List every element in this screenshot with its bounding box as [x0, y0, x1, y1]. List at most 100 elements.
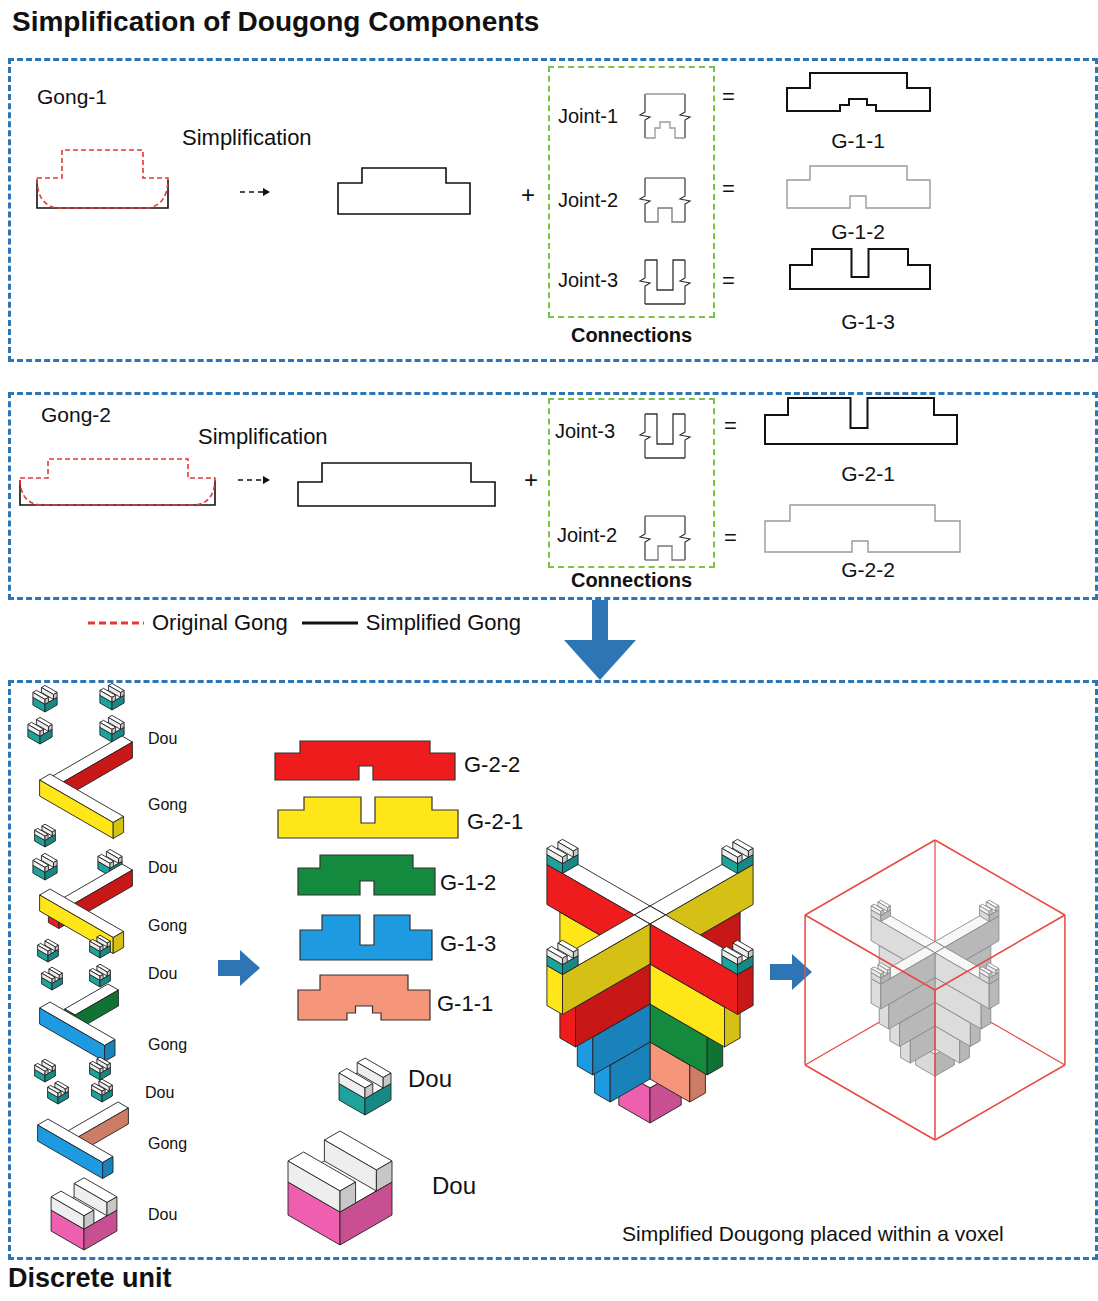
original-gong-solid [20, 480, 215, 505]
iso-face [383, 1073, 391, 1088]
dou-icon [339, 1058, 391, 1115]
iso-face [748, 949, 753, 958]
iso-face [989, 972, 999, 984]
voxel-edge [804, 915, 806, 1065]
iso-face [738, 855, 754, 874]
iso-face [376, 1161, 392, 1191]
node-heading: Connections [571, 324, 692, 347]
part-label: Dou [148, 1206, 177, 1224]
part-label: Dou [145, 1084, 174, 1102]
iso-face [121, 722, 125, 729]
iso-face [563, 924, 651, 1015]
label-wrap: + [521, 181, 535, 209]
iso-face [980, 969, 990, 979]
label-wrap: Dou [145, 1084, 174, 1102]
voxel [805, 840, 1065, 1140]
label-wrap: G-2-2 [868, 558, 922, 582]
iso-face [888, 969, 891, 975]
label-wrap: Joint-3 [558, 269, 618, 292]
iso-face [102, 1089, 112, 1102]
label-wrap: Dou [148, 859, 177, 877]
iso-face [84, 1210, 117, 1250]
iso-face [98, 856, 110, 868]
iso-face [989, 910, 992, 916]
part-label: Dou [148, 965, 177, 983]
joint-notch [645, 178, 685, 222]
iso-face [48, 1087, 58, 1097]
label-wrap: Dou [148, 1206, 177, 1224]
iso-face [90, 1063, 100, 1073]
gong-g-1-2 [787, 166, 930, 208]
iso-face [90, 970, 100, 980]
iso-face [59, 973, 62, 979]
legend-item: Simplified Gong [302, 610, 521, 635]
legend-line [88, 621, 144, 624]
iso-face [989, 910, 999, 922]
iso-face [84, 1210, 94, 1229]
operator: = [724, 413, 737, 438]
iso-face [871, 906, 881, 916]
label-wrap: Dou [432, 1172, 476, 1200]
joint-notch [645, 94, 685, 138]
label-wrap: Gong [148, 917, 187, 935]
part-label: Dou [432, 1172, 476, 1200]
iso-face [45, 1069, 48, 1075]
iso-face [100, 690, 112, 702]
iso-face [121, 690, 125, 697]
iso-face [102, 1089, 105, 1095]
iso-face [881, 910, 884, 916]
component-label: G-1-2 [440, 870, 496, 895]
iso-face [112, 695, 116, 702]
original-gong [37, 150, 168, 208]
label-wrap: = [724, 413, 737, 438]
operator: = [722, 268, 735, 293]
component-label: G-1-1 [437, 991, 493, 1016]
iso-face [288, 1161, 340, 1212]
iso-face [52, 977, 62, 990]
component-label: G-2-2 [464, 752, 520, 777]
iso-face [573, 848, 578, 857]
voxel-edge [935, 1065, 1065, 1140]
gong-g-1-3 [790, 249, 930, 289]
joint-label: Joint-3 [558, 269, 618, 292]
legend-item: Original Gong [88, 610, 288, 635]
component-label: G-2-1 [467, 809, 523, 834]
iso-face [100, 945, 103, 951]
exploded-dougong [28, 683, 132, 1250]
iso-face [90, 941, 100, 951]
dou-icon [288, 1131, 392, 1245]
iso-face [48, 949, 51, 955]
label-wrap: Joint-2 [557, 524, 617, 547]
joint-symbol [640, 260, 690, 304]
joint-label: Joint-2 [557, 524, 617, 547]
joint-label: Joint-3 [555, 420, 615, 443]
joint-symbol [640, 414, 690, 458]
part-label: Dou [148, 859, 177, 877]
component-label: G-1-3 [440, 931, 496, 956]
operator: + [524, 466, 538, 494]
label-wrap: G-1-2 [440, 870, 496, 895]
node-heading: Gong-2 [41, 403, 111, 427]
break-line [640, 260, 690, 304]
joint-symbol [640, 94, 690, 138]
voxel-edge [1064, 915, 1066, 1065]
iso-face [340, 1182, 392, 1245]
iso-face [881, 953, 935, 1009]
iso-face [563, 855, 568, 864]
part-label: Dou [148, 730, 177, 748]
part-label: Dou [408, 1065, 452, 1093]
iso-face [65, 1087, 68, 1093]
iso-face [51, 1197, 84, 1229]
label-wrap: G-1-1 [437, 991, 493, 1016]
label-wrap: Dou [408, 1065, 452, 1093]
iso-face [40, 1008, 105, 1062]
dashed-arrow-head [263, 476, 270, 484]
iso-face [48, 949, 58, 962]
operator: + [521, 181, 535, 209]
iso-face [881, 972, 884, 978]
gong-g-2-1 [278, 797, 458, 838]
node-heading: Gong-1 [37, 85, 107, 109]
iso-face [563, 956, 579, 975]
iso-face [103, 1157, 113, 1179]
break-line [640, 516, 690, 560]
